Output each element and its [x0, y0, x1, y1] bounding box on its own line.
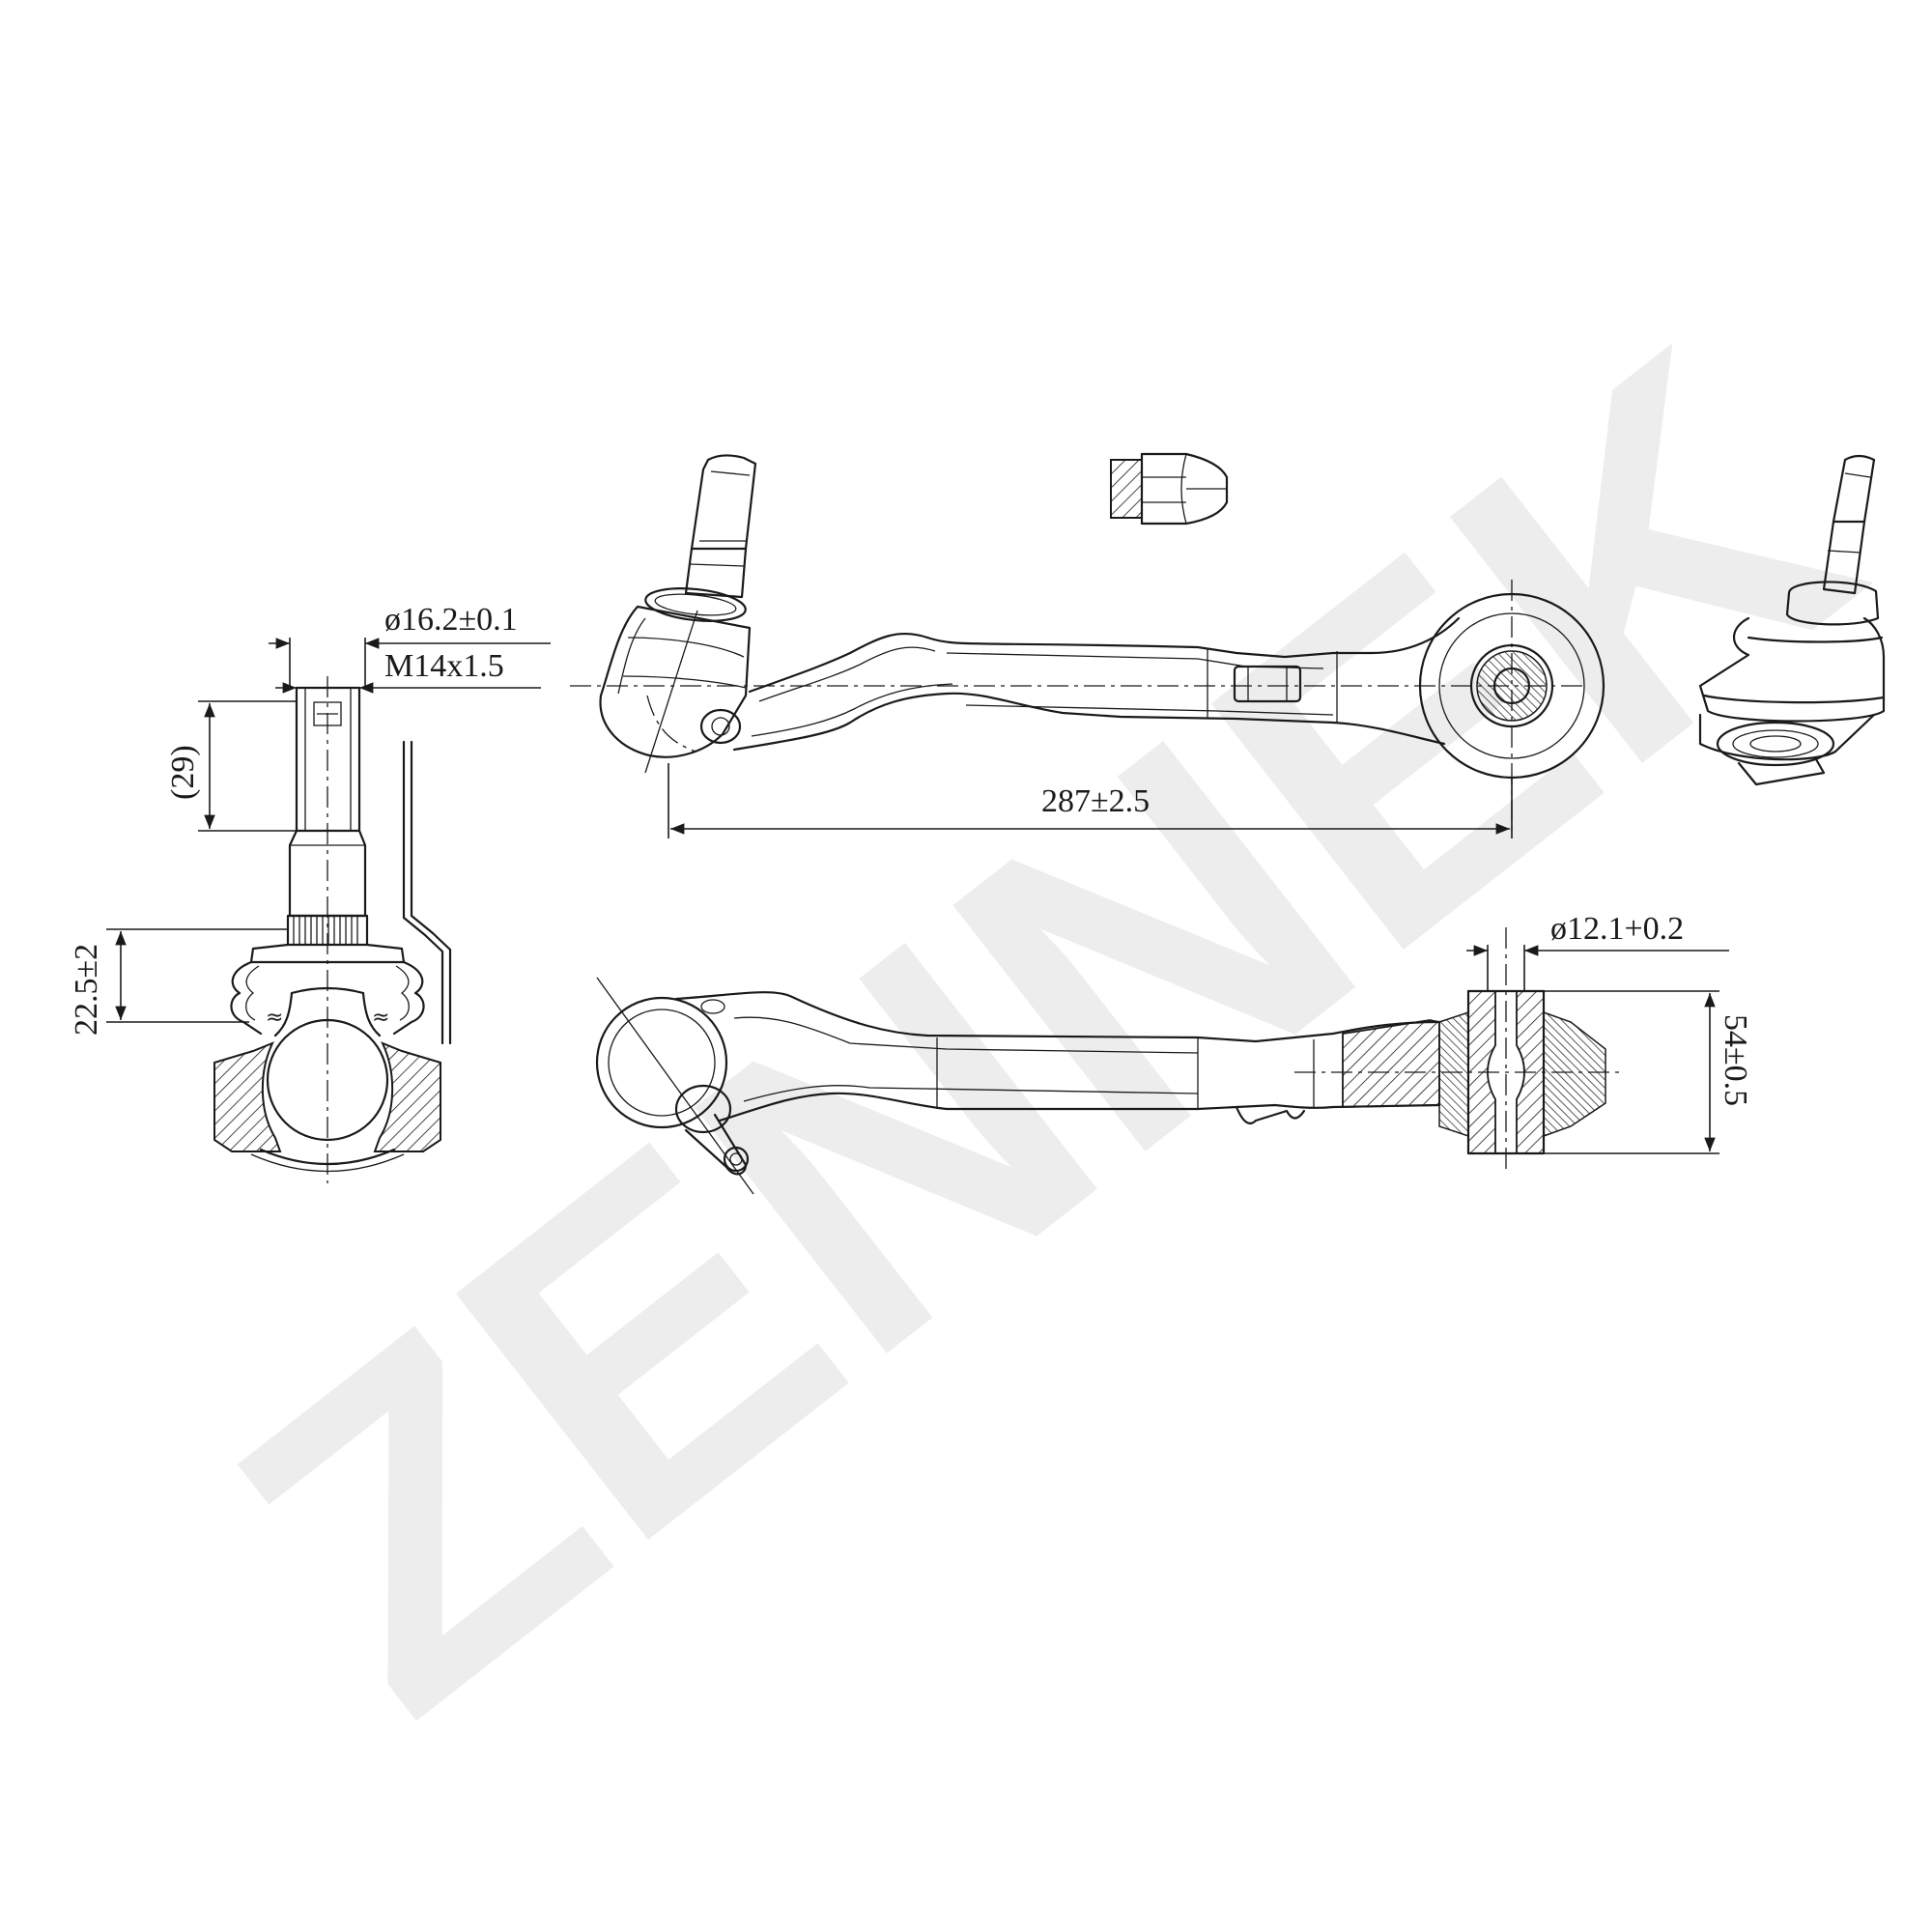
- label-stud-length: (29): [165, 745, 201, 800]
- watermark: ZENNEK: [153, 256, 1932, 1804]
- arm-section: [1342, 1019, 1440, 1108]
- bushing-rubber-right: [1543, 1010, 1606, 1138]
- dim-bushing-bore: [1466, 945, 1729, 991]
- ball-joint-section-view: ≈ ≈: [213, 676, 452, 1183]
- dim-stud-length: [198, 700, 297, 832]
- dim-thread: [275, 682, 541, 696]
- label-ball-height: 22.5±2: [69, 944, 104, 1036]
- lock-nut: [1110, 452, 1229, 526]
- housing-section-right: [373, 1041, 441, 1152]
- dim-ball-height: [106, 928, 288, 1023]
- nut-section: [1110, 459, 1143, 519]
- watermark-text: ZENNEK: [153, 256, 1932, 1804]
- dim-arm-length: [668, 763, 1513, 838]
- ball-joint-3d-view: [1698, 454, 1886, 786]
- housing-section-left: [213, 1041, 282, 1152]
- svg-text:≈: ≈: [372, 1006, 389, 1030]
- label-bushing-bore: ø12.1+0.2: [1550, 911, 1684, 947]
- bushing-rubber-left: [1438, 1010, 1469, 1138]
- dim-bushing-width: [1544, 990, 1719, 1154]
- svg-text:≈: ≈: [266, 1006, 283, 1030]
- label-arm-length: 287±2.5: [1041, 783, 1150, 819]
- control-arm-bottom-view: [595, 927, 1623, 1195]
- label-thread: M14x1.5: [384, 648, 504, 684]
- control-arm-top-view: [570, 454, 1605, 831]
- dim-ball-pin-diameter: [269, 638, 551, 686]
- label-bushing-width: 54±0.5: [1718, 1014, 1753, 1106]
- label-ball-pin-diameter: ø16.2±0.1: [384, 602, 518, 638]
